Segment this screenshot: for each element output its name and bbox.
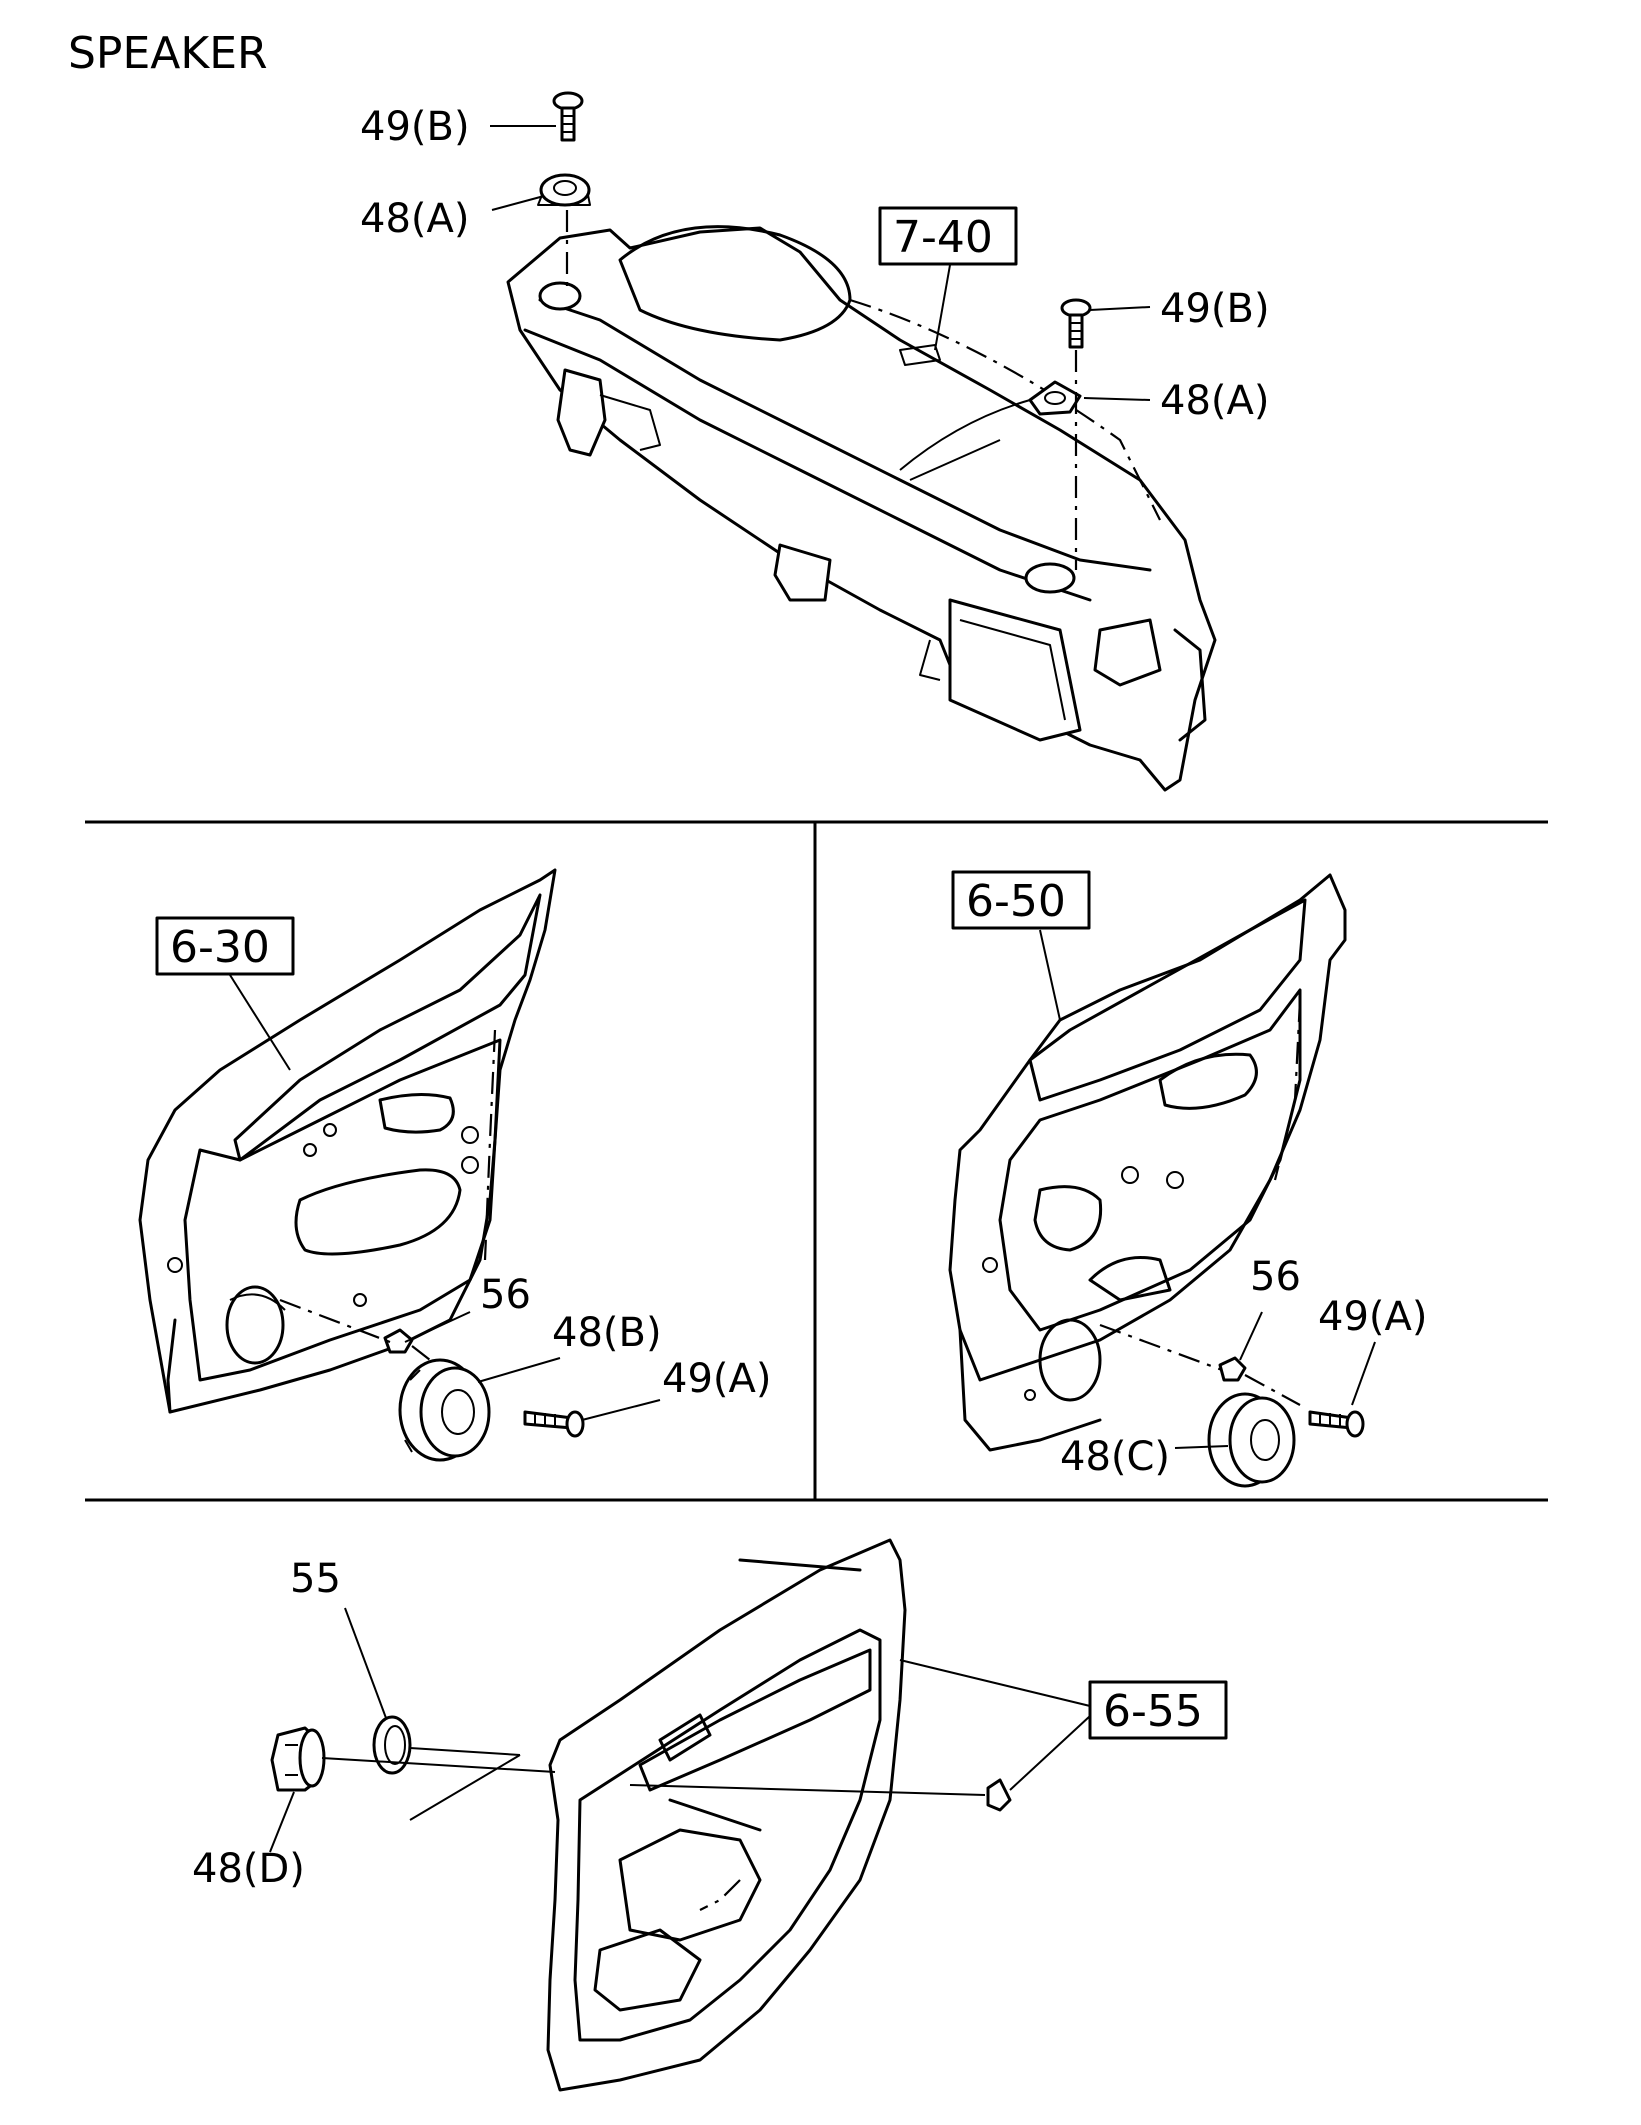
grommet-55 [372,1715,412,1775]
ref-label-6-30: 6-30 [170,922,270,973]
callout-48b: 48(B) [552,1310,662,1356]
clip-56-rear [1218,1356,1247,1382]
ref-label-7-40: 7-40 [893,212,993,263]
ref-label-6-50: 6-50 [966,876,1066,927]
screw-49b-left [552,91,584,142]
ref-box-6-50: 6-50 [951,870,1091,930]
callout-49b-left: 49(B) [360,104,470,150]
ref-box-6-30: 6-30 [155,916,295,976]
callout-56-front: 56 [480,1272,531,1318]
trim-assembly-lines [321,1747,986,1821]
page-title: SPEAKER [68,28,268,79]
callout-48d: 48(D) [192,1846,305,1892]
instrument-panel-illustration [506,225,1217,792]
clip-56-front [383,1328,414,1354]
rear-door-illustration [948,873,1347,1452]
section-dividers [85,820,1548,1502]
front-door-leaders [229,974,661,1421]
callout-49a-front: 49(A) [662,1356,771,1402]
callout-48a-right: 48(A) [1160,378,1269,424]
assembly-line-front-door [279,1298,391,1344]
callout-49a-rear: 49(A) [1318,1294,1427,1340]
top-leaders [490,125,1151,401]
tweeter-48a-right [1028,380,1082,416]
tweeter-48a-left [537,173,591,207]
callout-48c: 48(C) [1060,1434,1170,1480]
speaker-48b [398,1358,491,1462]
ref-box-7-40: 7-40 [878,206,1018,266]
callout-56-rear: 56 [1250,1254,1301,1300]
screw-49b-right [1060,298,1092,349]
speaker-48c [1207,1392,1296,1488]
ref-box-6-55: 6-55 [1088,1680,1228,1740]
tweeter-48d [270,1726,326,1792]
callout-48a-left: 48(A) [360,196,469,242]
door-trim-illustration [546,1538,907,2092]
callout-55: 55 [290,1556,341,1602]
screw-49a-front [523,1410,585,1438]
rear-door-leaders [1039,929,1376,1449]
callout-49b-right: 49(B) [1160,286,1270,332]
trim-clip-right [986,1778,1012,1812]
assembly-line-rear-door [1099,1323,1223,1372]
screw-49a-rear [1308,1410,1365,1438]
ref-label-6-55: 6-55 [1103,1686,1203,1737]
trim-leaders [269,1607,1091,1853]
